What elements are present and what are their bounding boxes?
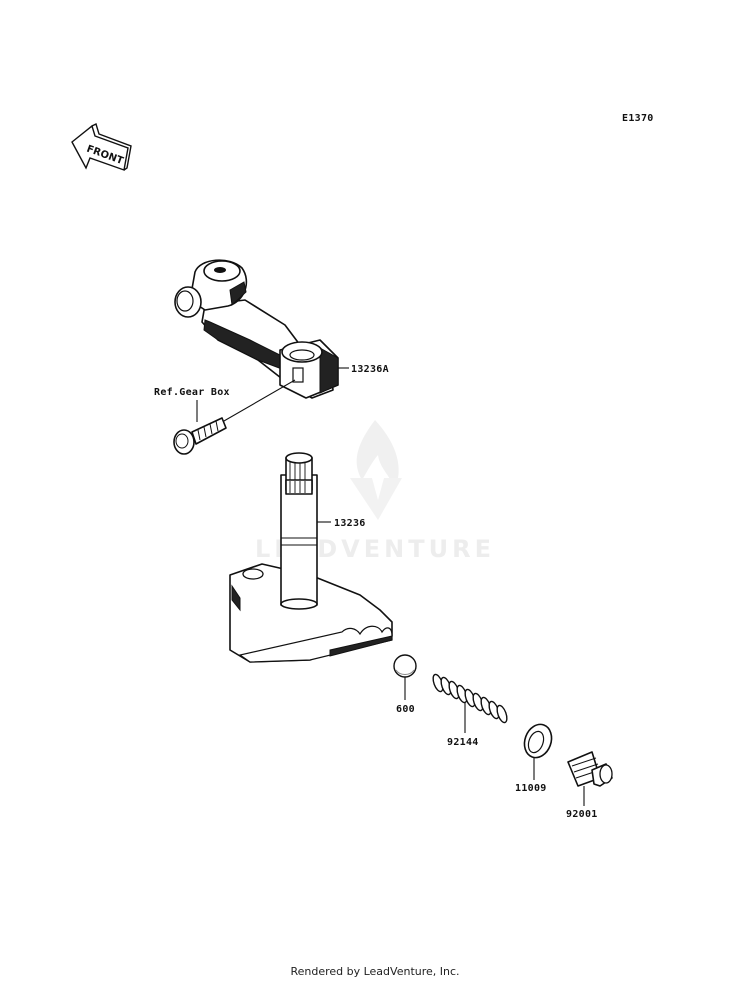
part-600-label: 600 [396,704,415,715]
ball-600 [393,654,417,678]
footer-credit: Rendered by LeadVenture, Inc. [290,965,459,978]
watermark-flame-icon [350,420,402,520]
spring-92144 [432,673,508,724]
part-92144-label: 92144 [447,737,479,748]
washer-11009 [523,723,553,759]
front-arrow-icon: FRONT [71,123,132,171]
gear-box-bolt [173,417,227,455]
shift-lever-13236a [174,259,339,399]
part-92001-label: 92001 [566,809,598,820]
part-13236-label: 13236 [334,518,366,529]
part-13236a-label: 13236A [351,364,389,375]
shift-shaft-13236 [229,452,393,663]
diagram-code: E1370 [622,113,654,124]
plug-92001 [567,751,613,787]
ref-gear-box-label: Ref.Gear Box [154,387,230,398]
part-11009-label: 11009 [515,783,547,794]
